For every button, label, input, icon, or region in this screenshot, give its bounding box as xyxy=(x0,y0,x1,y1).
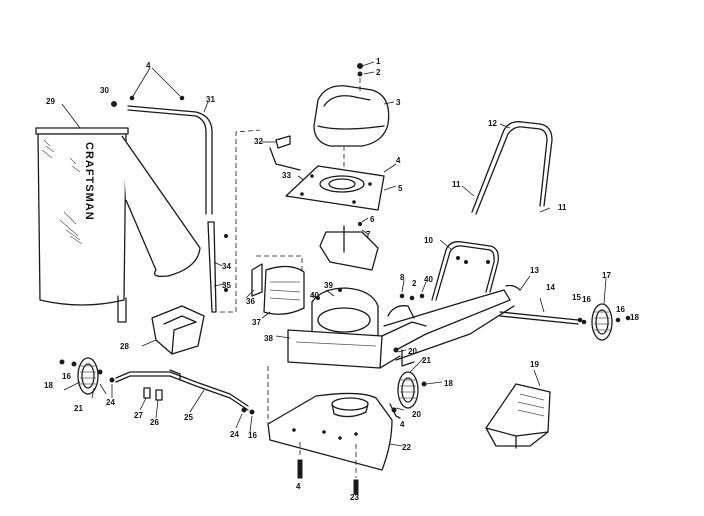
bottom-bolts xyxy=(297,459,359,495)
callout-20-top: 20 xyxy=(408,347,417,356)
callout-7: 7 xyxy=(366,230,371,239)
callout-18-front: 18 xyxy=(44,381,53,390)
callout-16-rear-outer: 16 xyxy=(616,305,625,314)
callout-4-plate: 4 xyxy=(396,156,401,165)
deck-frame xyxy=(383,289,515,367)
callout-32: 32 xyxy=(254,137,263,146)
side-fasteners xyxy=(399,279,427,301)
callout-38: 38 xyxy=(264,334,273,343)
callout-35: 35 xyxy=(222,281,231,290)
callout-16-axle: 16 xyxy=(248,431,257,440)
callout-labels: 1 2 3 4 4 5 6 7 8 2 40 10 11 11 12 13 14… xyxy=(44,57,639,502)
callout-12: 12 xyxy=(488,119,497,128)
leader-lines xyxy=(61,61,607,433)
chute-deflector xyxy=(485,369,551,449)
callout-37: 37 xyxy=(252,318,261,327)
collection-tray xyxy=(151,305,205,355)
discharge-tube xyxy=(111,67,213,215)
callout-31: 31 xyxy=(206,95,215,104)
callout-13: 13 xyxy=(530,266,539,275)
callout-28: 28 xyxy=(120,342,129,351)
callout-36: 36 xyxy=(246,297,255,306)
callout-20-bottom: 20 xyxy=(412,410,421,419)
front-axle xyxy=(109,369,255,415)
callout-24-left: 24 xyxy=(106,398,115,407)
chute-bracket xyxy=(262,135,301,171)
callout-10: 10 xyxy=(424,236,433,245)
impeller-shroud xyxy=(319,221,379,271)
callout-2: 2 xyxy=(376,68,381,77)
callout-21-left: 21 xyxy=(74,404,83,413)
callout-11-right: 11 xyxy=(558,203,567,212)
engine-cover xyxy=(313,63,390,170)
callout-16-rear: 16 xyxy=(582,295,591,304)
callout-25: 25 xyxy=(184,413,193,422)
callout-4-base: 4 xyxy=(400,420,405,429)
callout-21-right: 21 xyxy=(422,356,431,365)
callout-8: 8 xyxy=(400,273,405,282)
bag-brand-label: CRAFTSMAN xyxy=(83,142,95,221)
callout-6: 6 xyxy=(370,215,375,224)
callout-24-right: 24 xyxy=(230,430,239,439)
callout-2-side: 2 xyxy=(412,279,417,288)
callout-14: 14 xyxy=(546,283,555,292)
rear-axle-wheel xyxy=(499,275,631,341)
tube-support-strap xyxy=(207,129,261,313)
callout-3: 3 xyxy=(396,98,401,107)
collection-bag: CRAFTSMAN xyxy=(35,127,201,323)
front-left-wheel xyxy=(59,357,103,395)
impeller-assembly xyxy=(245,255,305,319)
callout-16-front: 16 xyxy=(62,372,71,381)
callout-15: 15 xyxy=(572,293,581,302)
front-right-wheel xyxy=(389,347,427,419)
callout-33: 33 xyxy=(282,171,291,180)
callout-1: 1 xyxy=(376,57,381,66)
callout-11-left: 11 xyxy=(452,180,461,189)
callout-19: 19 xyxy=(530,360,539,369)
callout-34: 34 xyxy=(222,262,231,271)
callout-26: 26 xyxy=(150,418,159,427)
callout-4-tube: 4 xyxy=(146,61,151,70)
callout-23: 23 xyxy=(350,493,359,502)
callout-39: 39 xyxy=(324,281,333,290)
engine-mounting-plate xyxy=(285,163,397,211)
callout-17: 17 xyxy=(602,271,611,280)
callout-18-right: 18 xyxy=(444,379,453,388)
callout-30: 30 xyxy=(100,86,109,95)
callout-5: 5 xyxy=(398,184,403,193)
base-plate xyxy=(267,366,403,478)
callout-40-housing: 40 xyxy=(310,291,319,300)
handle-assembly xyxy=(431,121,553,301)
callout-27: 27 xyxy=(134,411,143,420)
callout-40-side: 40 xyxy=(424,275,433,284)
callout-29: 29 xyxy=(46,97,55,106)
callout-4-bottom: 4 xyxy=(296,482,301,491)
callout-22: 22 xyxy=(402,443,411,452)
blower-housing xyxy=(275,287,427,369)
callout-18-rear: 18 xyxy=(630,313,639,322)
